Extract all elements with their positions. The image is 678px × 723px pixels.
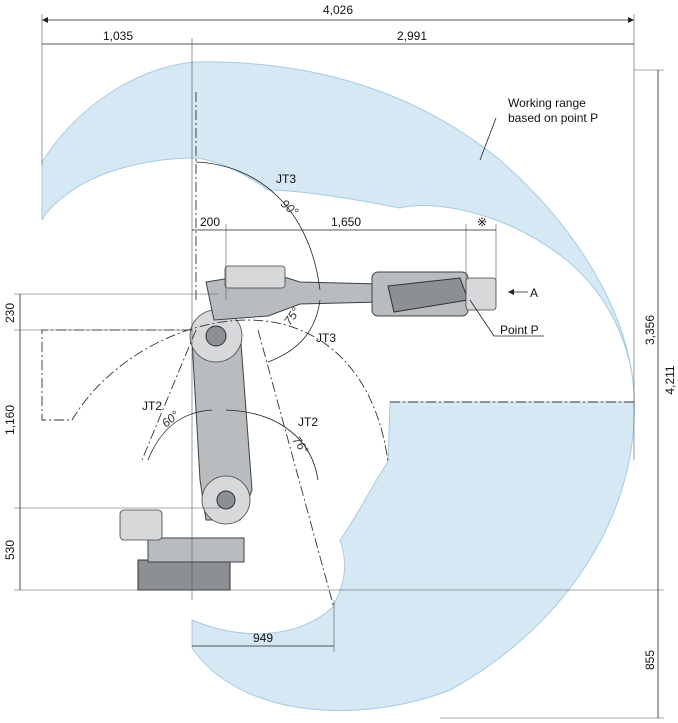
dim-offset-200: 200 bbox=[200, 215, 220, 229]
dim-height-230: 230 bbox=[3, 303, 17, 323]
jt2-hub bbox=[205, 325, 227, 347]
arrowhead-a bbox=[508, 289, 514, 295]
label-jt3-right: JT3 bbox=[316, 331, 336, 345]
arrowhead-right bbox=[628, 17, 634, 23]
label-jt3-top: JT3 bbox=[276, 172, 296, 186]
leader-point-p bbox=[469, 299, 495, 337]
dim-height-1160: 1,160 bbox=[3, 405, 17, 435]
robot-silhouette bbox=[119, 265, 497, 591]
robot-base bbox=[137, 559, 231, 591]
base-hub bbox=[216, 490, 236, 510]
robot-flange bbox=[465, 277, 497, 311]
jt2-rear-arc bbox=[147, 409, 213, 461]
label-jt2-left: JT2 bbox=[142, 399, 162, 413]
dim-depth-855: 855 bbox=[643, 650, 657, 670]
dim-height-4211: 4,211 bbox=[663, 365, 677, 394]
dim-rear-reach: 1,035 bbox=[103, 29, 133, 43]
angle-jt2-front: 76° bbox=[290, 434, 312, 457]
label-working-range-2: based on point P bbox=[508, 111, 598, 125]
arrowhead-left bbox=[42, 17, 48, 23]
label-point-p: Point P bbox=[500, 323, 539, 337]
jt2-arc bbox=[71, 319, 389, 463]
jt2-rear-line bbox=[141, 329, 197, 461]
dim-arm-1650: 1,650 bbox=[331, 215, 361, 229]
jt3-upper-arc bbox=[195, 161, 321, 291]
robot-base-upper bbox=[147, 537, 245, 563]
dim-reach-949: 949 bbox=[253, 631, 273, 645]
rear-boundary bbox=[41, 329, 192, 421]
label-a: A bbox=[530, 286, 538, 300]
robot-base-left-block bbox=[119, 509, 163, 541]
jt2-front-line bbox=[257, 329, 335, 609]
upper-arm-housing bbox=[224, 265, 286, 289]
dim-total-width: 4,026 bbox=[323, 3, 353, 17]
label-working-range-1: Working range bbox=[508, 96, 586, 110]
jt2-front-arc bbox=[225, 409, 319, 481]
working-range-area bbox=[41, 61, 635, 712]
dim-height-530: 530 bbox=[3, 540, 17, 560]
angle-jt2-rear: 60° bbox=[159, 408, 182, 431]
dim-mark-x: ※ bbox=[477, 215, 487, 229]
dim-height-3356: 3,356 bbox=[643, 315, 657, 345]
dim-front-reach: 2,991 bbox=[397, 29, 427, 43]
jt3-lower-arc bbox=[267, 299, 321, 363]
leader-working-range bbox=[479, 117, 497, 161]
label-jt2-right: JT2 bbox=[298, 415, 318, 429]
